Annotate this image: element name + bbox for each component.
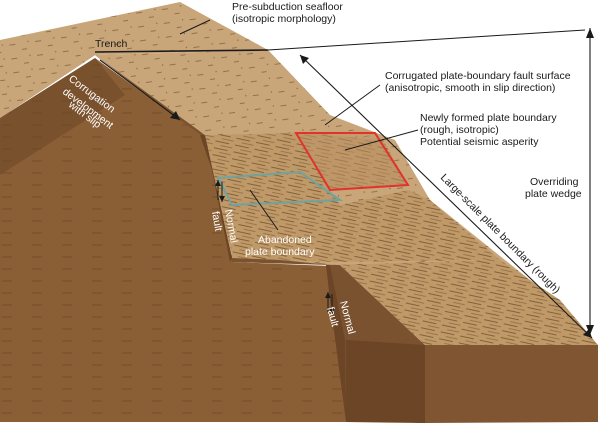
normal-fault-arrows-2: [325, 292, 335, 314]
label-normal-fault-2b: fault: [324, 306, 341, 328]
asperity-outline: [294, 132, 410, 192]
label-pre-subduction-1: Pre-subduction seafloor: [232, 1, 343, 13]
label-trench: Trench: [95, 38, 127, 50]
fault-scarp-1: [200, 135, 232, 262]
label-newly-2: (rough, isotropic): [420, 124, 499, 136]
block-front-face-lower: [0, 58, 346, 422]
front-right-face: [425, 345, 598, 423]
label-abandoned-2: plate boundary: [245, 246, 315, 258]
wedge-outline: [267, 29, 586, 51]
label-corrugated-2: (anisotropic, smooth in slip direction): [385, 82, 555, 94]
label-normal-fault-1a: Normal: [222, 208, 240, 243]
wedge-height-arrow: [586, 28, 594, 335]
label-abandoned-1: Abandoned: [258, 234, 312, 246]
leader-corrugated: [324, 84, 381, 126]
leader-newly: [344, 129, 419, 151]
label-pre-subduction-2: (isotropic morphology): [232, 13, 336, 25]
front-slab-face: [346, 340, 425, 423]
seafloor-top-surface: [0, 2, 268, 118]
leader-abandoned: [249, 189, 279, 231]
label-normal-fault-1b: fault: [209, 210, 224, 232]
label-newly-1: Newly formed plate boundary: [420, 112, 557, 124]
label-overriding-2: plate wedge: [525, 188, 582, 200]
label-overriding-1: Overriding: [530, 176, 579, 188]
abandoned-plate-boundary-outline: [216, 170, 343, 207]
label-corrugated-1: Corrugated plate-boundary fault surface: [385, 70, 571, 82]
fault-scarp-2: [326, 265, 346, 422]
trench-line: [94, 49, 269, 53]
block-side-shadow: [0, 58, 125, 175]
corrugated-fault-surface-mid: [232, 190, 500, 262]
leader-pre-subduction: [179, 19, 211, 35]
label-newly-3: Potential seismic asperity: [420, 136, 539, 148]
corrugation-arrow: [99, 59, 181, 121]
corrugated-fault-surface-2: [230, 255, 598, 345]
normal-fault-arrows-1: [215, 180, 225, 202]
